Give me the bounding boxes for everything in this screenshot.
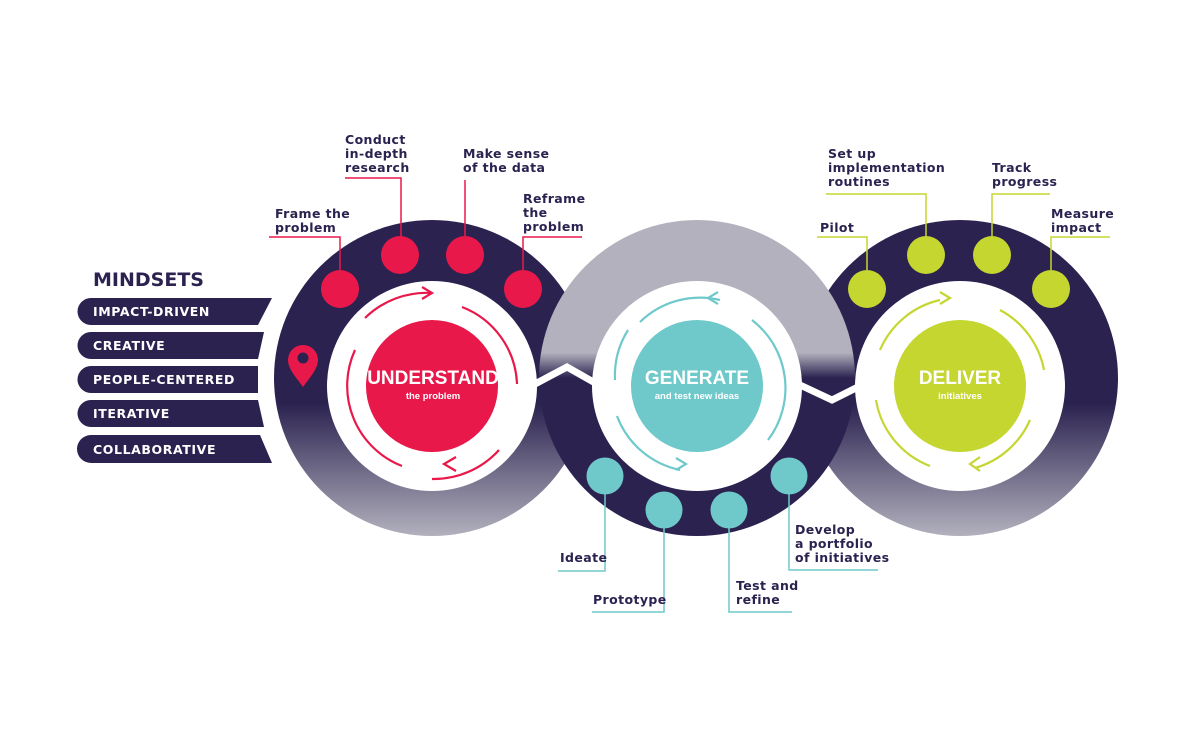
arrow-icon xyxy=(968,456,981,472)
generate-circle xyxy=(631,320,763,452)
mindset-item-creative: CREATIVE xyxy=(77,332,264,359)
generate-cycle: GENERATE and test new ideas xyxy=(613,291,787,472)
step-label-track: Track progress xyxy=(992,160,1057,189)
step-label-measure: Measure impact xyxy=(1051,206,1119,235)
step-dot-make-sense xyxy=(446,236,484,274)
step-label-test-refine: Test and refine xyxy=(736,578,803,607)
step-dot-reframe xyxy=(504,270,542,308)
step-dot-test-refine xyxy=(710,491,748,529)
step-label-ideate: Ideate xyxy=(560,550,607,565)
map-pin-icon xyxy=(288,345,318,387)
understand-circle xyxy=(366,320,498,452)
step-label-reframe: Reframe the problem xyxy=(523,191,590,234)
step-label-prototype: Prototype xyxy=(593,592,667,607)
connector-right xyxy=(798,381,864,404)
step-dot-prototype xyxy=(645,491,683,529)
step-dot-pilot xyxy=(848,270,886,308)
understand-steps xyxy=(269,177,582,308)
step-dot-track xyxy=(973,236,1011,274)
arrow-icon xyxy=(421,286,435,300)
step-labels: Frame the problem Conduct in-depth resea… xyxy=(275,132,1119,607)
mindset-label: IMPACT-DRIVEN xyxy=(93,304,210,319)
connector-left xyxy=(533,363,599,388)
mindsets-panel: MINDSETS IMPACT-DRIVEN CREATIVE PEOPLE-C… xyxy=(77,269,272,463)
step-label-frame: Frame the problem xyxy=(275,206,355,235)
deliver-cycle: DELIVER initiatives xyxy=(874,291,1046,472)
understand-subtitle: the problem xyxy=(406,391,460,402)
mindset-item-impact-driven: IMPACT-DRIVEN xyxy=(77,298,272,325)
deliver-title: DELIVER xyxy=(919,368,1002,389)
mindset-item-people-centered: PEOPLE-CENTERED xyxy=(77,366,258,393)
deliver-subtitle: initiatives xyxy=(938,391,982,402)
step-label-pilot: Pilot xyxy=(820,220,854,235)
generate-subtitle: and test new ideas xyxy=(655,391,739,402)
step-dot-conduct xyxy=(381,236,419,274)
deliver-steps xyxy=(817,193,1110,308)
step-label-setup: Set up implementation routines xyxy=(828,146,950,189)
step-dot-setup xyxy=(907,236,945,274)
arrow-icon xyxy=(675,457,689,471)
arrow-icon xyxy=(441,456,457,472)
step-dot-develop xyxy=(770,457,808,495)
mindsets-title: MINDSETS xyxy=(93,269,204,291)
mindset-label: ITERATIVE xyxy=(93,406,170,421)
mindset-item-collaborative: COLLABORATIVE xyxy=(77,435,272,463)
step-dot-frame xyxy=(321,270,359,308)
arrow-icon xyxy=(705,291,719,305)
generate-title: GENERATE xyxy=(645,368,749,389)
step-label-develop: Develop a portfolio of initiatives xyxy=(795,522,889,565)
mindset-label: PEOPLE-CENTERED xyxy=(93,372,235,387)
mindset-label: COLLABORATIVE xyxy=(93,442,216,457)
mindset-item-iterative: ITERATIVE xyxy=(77,400,264,427)
step-dot-measure xyxy=(1032,270,1070,308)
step-dot-ideate xyxy=(586,457,624,495)
understand-cycle: UNDERSTAND the problem xyxy=(346,286,519,481)
understand-title: UNDERSTAND xyxy=(367,368,499,389)
generate-steps xyxy=(558,457,878,613)
arrow-icon xyxy=(939,291,953,305)
step-label-conduct: Conduct in-depth research xyxy=(345,132,413,175)
step-label-make-sense: Make sense of the data xyxy=(463,146,554,175)
deliver-circle xyxy=(894,320,1026,452)
mindset-label: CREATIVE xyxy=(93,338,165,353)
